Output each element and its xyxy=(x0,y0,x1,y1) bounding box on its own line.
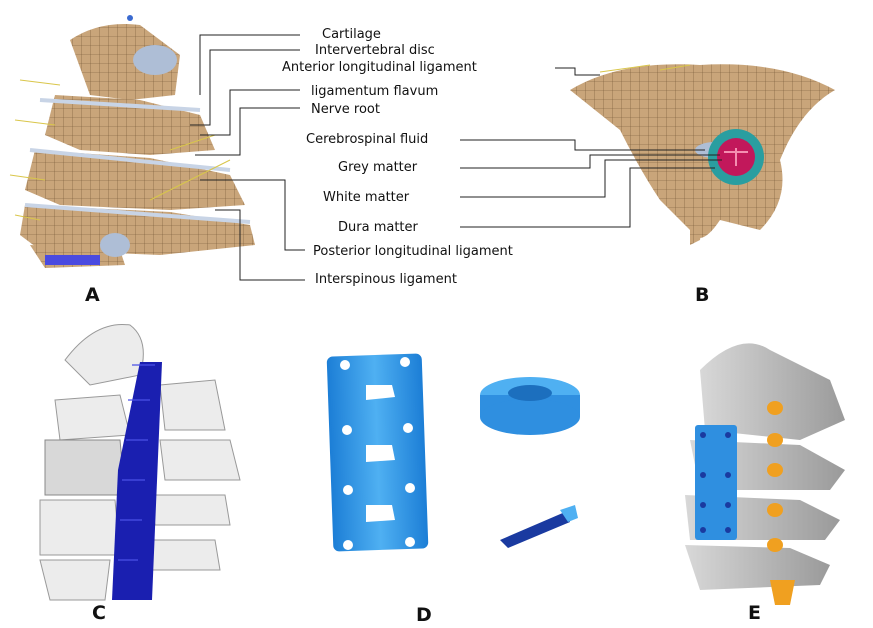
panel-e-assembled-model xyxy=(685,343,845,605)
label-white-matter: White matter xyxy=(323,190,409,205)
label-interspinous-ligament: Interspinous ligament xyxy=(315,272,457,287)
label-dura-matter: Dura matter xyxy=(338,220,418,235)
label-cartilage: Cartilage xyxy=(322,27,381,42)
label-nerve-root: Nerve root xyxy=(311,102,380,117)
label-intervertebral-disc: Intervertebral disc xyxy=(315,43,435,58)
label-grey-matter: Grey matter xyxy=(338,160,417,175)
panel-label-c: C xyxy=(92,602,106,624)
panel-a-spine-model xyxy=(10,15,255,268)
label-anterior-longitudinal-ligament: Anterior longitudinal ligament xyxy=(282,60,477,75)
panel-d-implant-parts xyxy=(327,353,580,551)
panel-label-e: E xyxy=(748,602,761,624)
panel-c-plate-model xyxy=(40,324,240,600)
panel-label-d: D xyxy=(416,604,432,626)
label-cerebrospinal-fluid: Cerebrospinal fluid xyxy=(306,132,428,147)
panel-label-a: A xyxy=(85,284,100,306)
label-ligamentum-flavum: ligamentum flavum xyxy=(311,84,438,99)
label-posterior-longitudinal-ligament: Posterior longitudinal ligament xyxy=(313,244,513,259)
panel-label-b: B xyxy=(695,284,709,306)
